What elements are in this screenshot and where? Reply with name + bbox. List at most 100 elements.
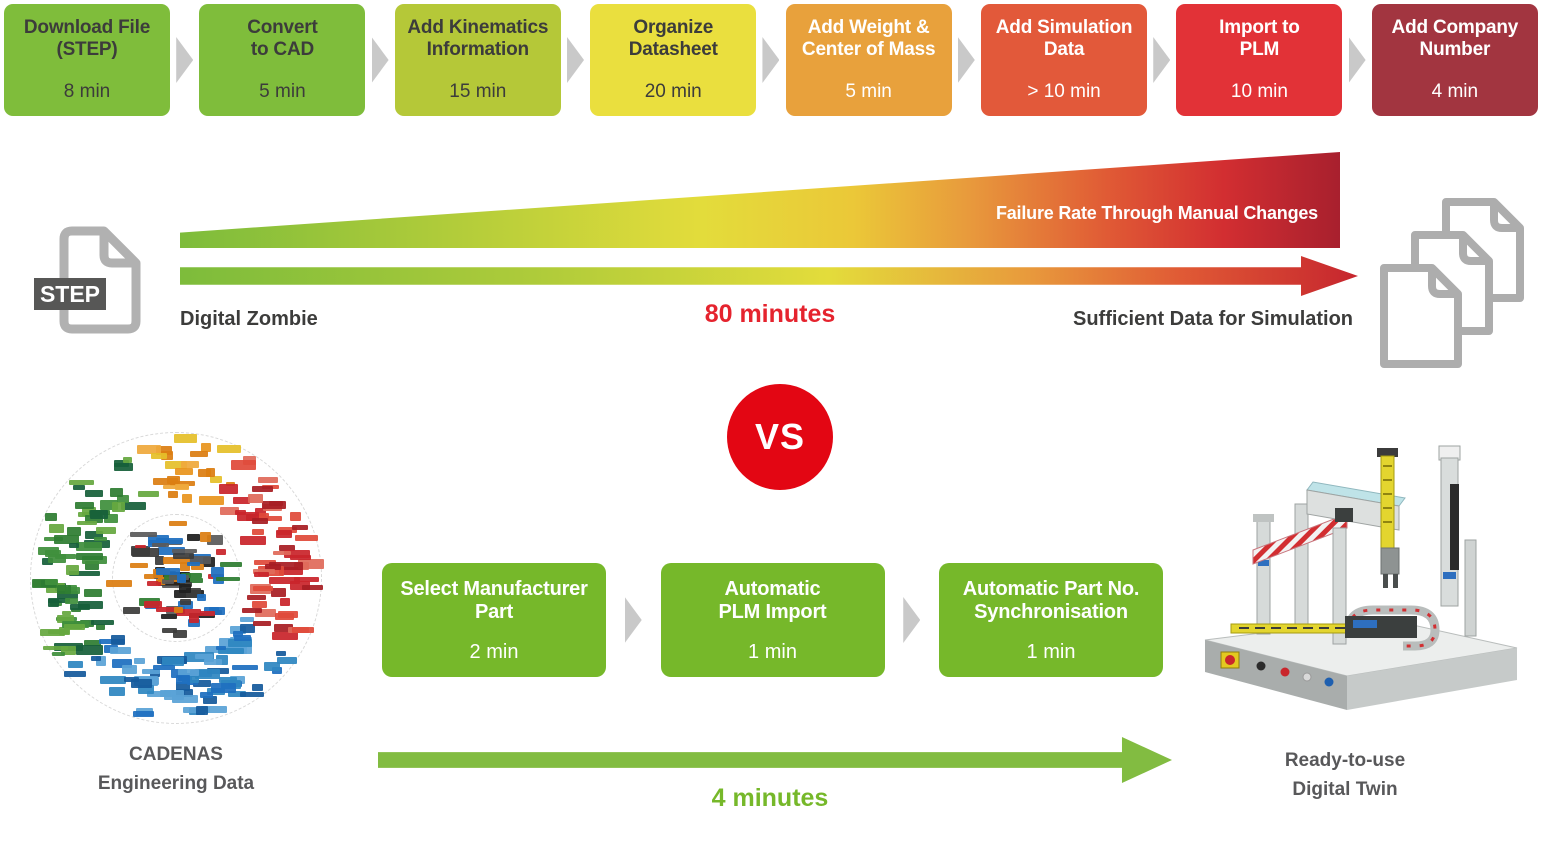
logo-mark: [78, 601, 104, 609]
left-column-2: [1294, 503, 1309, 627]
logo-mark: [277, 527, 297, 534]
logo-mark: [216, 655, 229, 666]
logo-mark: [176, 573, 187, 583]
logo-mark: [197, 593, 207, 601]
logo-mark: [233, 496, 251, 504]
flow-arrow-icon: [903, 597, 921, 643]
logo-mark: [42, 646, 68, 651]
logo-mark: [254, 559, 277, 566]
logo-mark: [195, 668, 220, 679]
logo-mark: [52, 651, 66, 657]
logo-mark: [75, 502, 95, 509]
logo-mark: [82, 507, 97, 516]
step-time: 4 min: [1431, 81, 1479, 102]
logo-mark: [155, 446, 172, 456]
logo-mark: [278, 567, 303, 575]
logo-mark: [277, 656, 297, 664]
logo-mark: [158, 546, 185, 556]
logo-mark: [117, 494, 129, 504]
logo-mark: [181, 493, 193, 504]
logo-mark: [132, 710, 154, 717]
logo-mark: [122, 457, 133, 463]
logo-mark: [64, 587, 81, 594]
logo-mark: [64, 623, 86, 630]
logo-mark: [131, 547, 159, 558]
logo-mark: [121, 501, 147, 510]
digital-twin-machine-image: [1204, 445, 1518, 710]
logo-mark: [130, 532, 157, 538]
sufficient-data-label: Sufficient Data for Simulation: [1073, 308, 1354, 330]
logo-mark: [188, 573, 203, 578]
logo-mark: [69, 543, 80, 549]
logo-mark: [147, 581, 162, 587]
logo-mark: [85, 530, 104, 539]
logo-mark: [239, 535, 266, 546]
logo-mark: [241, 607, 262, 613]
logo-mark: [77, 520, 97, 526]
logo-mark: [144, 600, 162, 608]
failure-rate-label: Failure Rate Through Manual Changes: [995, 203, 1318, 223]
logo-mark: [210, 683, 237, 693]
left-column: [1256, 519, 1271, 635]
step-time: 20 min: [644, 81, 702, 102]
logo-mark: [72, 484, 86, 491]
logo-mark: [53, 535, 80, 544]
logo-mark: [268, 576, 300, 585]
logo-mark: [100, 500, 118, 511]
logo-mark: [247, 493, 263, 503]
logo-mark: [237, 511, 259, 521]
logo-mark: [254, 609, 276, 617]
logo-mark: [271, 631, 298, 640]
logo-mark: [165, 461, 187, 469]
logo-mark: [216, 549, 227, 556]
right-cylinder-label: [1443, 572, 1456, 579]
logo-mark: [103, 513, 119, 524]
logo-mark: [134, 545, 147, 550]
logo-mark: [99, 675, 127, 685]
logo-mark: [253, 621, 271, 626]
logo-mark: [189, 451, 208, 458]
logo-mark: [173, 434, 198, 444]
logo-mark: [66, 565, 80, 575]
cadenas-label-line2: Engineering Data: [97, 773, 255, 794]
flow-arrow-icon: [567, 37, 585, 83]
logo-mark: [95, 527, 117, 534]
logo-mark: [273, 550, 291, 556]
logo-mark: [161, 627, 178, 633]
logo-mark: [96, 656, 106, 667]
step-badge-label: STEP: [40, 281, 100, 307]
logo-mark: [186, 533, 201, 542]
logo-mark: [111, 634, 126, 645]
flow-arrow-icon: [371, 37, 389, 83]
logo-mark: [131, 679, 152, 688]
logo-mark: [291, 626, 314, 633]
logo-mark: [278, 610, 298, 618]
logo-mark: [239, 616, 254, 623]
black-button: [1256, 661, 1266, 671]
manual-duration-label: 80 minutes: [704, 300, 836, 328]
logo-mark: [163, 557, 190, 564]
logo-mark: [219, 677, 237, 684]
logo-mark: [169, 521, 188, 527]
logo-mark: [47, 629, 69, 635]
logo-mark: [182, 675, 200, 683]
vs-label: VS: [754, 416, 806, 457]
logo-mark: [252, 586, 274, 591]
logo-mark: [75, 645, 103, 655]
logo-mark: [137, 491, 160, 497]
logo-mark: [216, 645, 226, 651]
logo-mark: [283, 549, 311, 559]
logo-mark: [84, 490, 104, 497]
logo-mark: [56, 614, 74, 623]
logo-mark: [199, 532, 211, 542]
logo-mark: [256, 515, 282, 521]
digital-twin-label: Ready-to-use Digital Twin: [1245, 746, 1445, 804]
